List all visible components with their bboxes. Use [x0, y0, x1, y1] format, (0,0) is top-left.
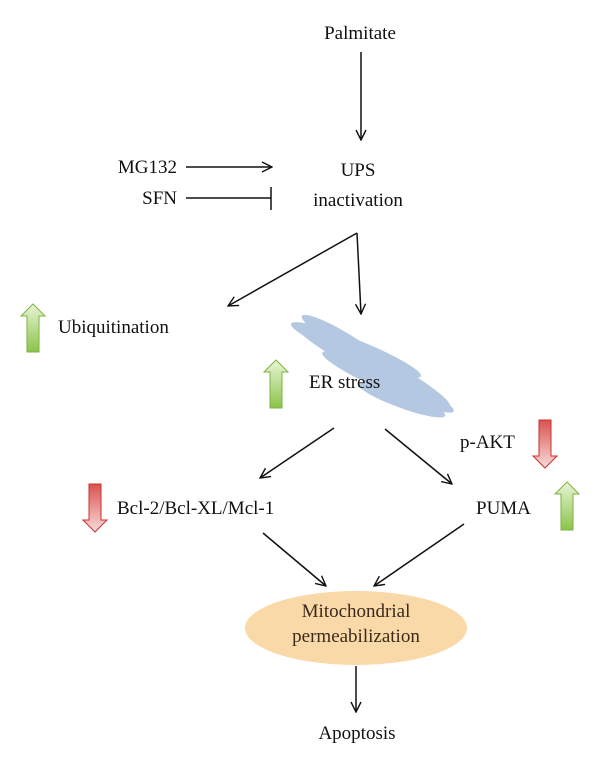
- mito-line1: Mitochondrial: [301, 601, 411, 622]
- node-ubiquitination: Ubiquitination: [58, 317, 169, 338]
- arrow-er-to-puma: [384, 428, 452, 484]
- node-bcl: Bcl-2/Bcl-XL/Mcl-1: [117, 498, 275, 519]
- node-apoptosis: Apoptosis: [318, 723, 396, 744]
- node-p-akt: p-AKT: [460, 432, 515, 453]
- arrow-bcl-to-mito: [262, 532, 326, 586]
- up-arrow-icon: [553, 481, 581, 531]
- node-mitochondrial-permeabilization: Mitochondrial permeabilization: [245, 599, 467, 649]
- down-arrow-icon: [81, 483, 109, 533]
- down-arrow-icon: [531, 419, 559, 469]
- arrow-ups-to-ubiquitination: [228, 232, 358, 306]
- mitochondria-ellipse: [245, 591, 467, 665]
- arrow-puma-to-mito: [374, 523, 465, 586]
- up-arrow-icon: [19, 303, 47, 353]
- arrow-er-to-bcl: [260, 427, 335, 478]
- node-mg132: MG132: [117, 157, 177, 178]
- up-arrow-icon: [262, 359, 290, 409]
- node-er-stress: ER stress: [309, 372, 381, 393]
- arrow-ups-to-er: [357, 232, 361, 314]
- node-sfn: SFN: [142, 188, 177, 209]
- node-ups-line2: inactivation: [313, 190, 403, 211]
- mito-line2: permeabilization: [292, 626, 420, 647]
- node-puma: PUMA: [476, 498, 531, 519]
- node-palmitate: Palmitate: [324, 23, 396, 44]
- node-ups-line1: UPS: [340, 160, 376, 181]
- er-organelle-icon: [290, 314, 454, 418]
